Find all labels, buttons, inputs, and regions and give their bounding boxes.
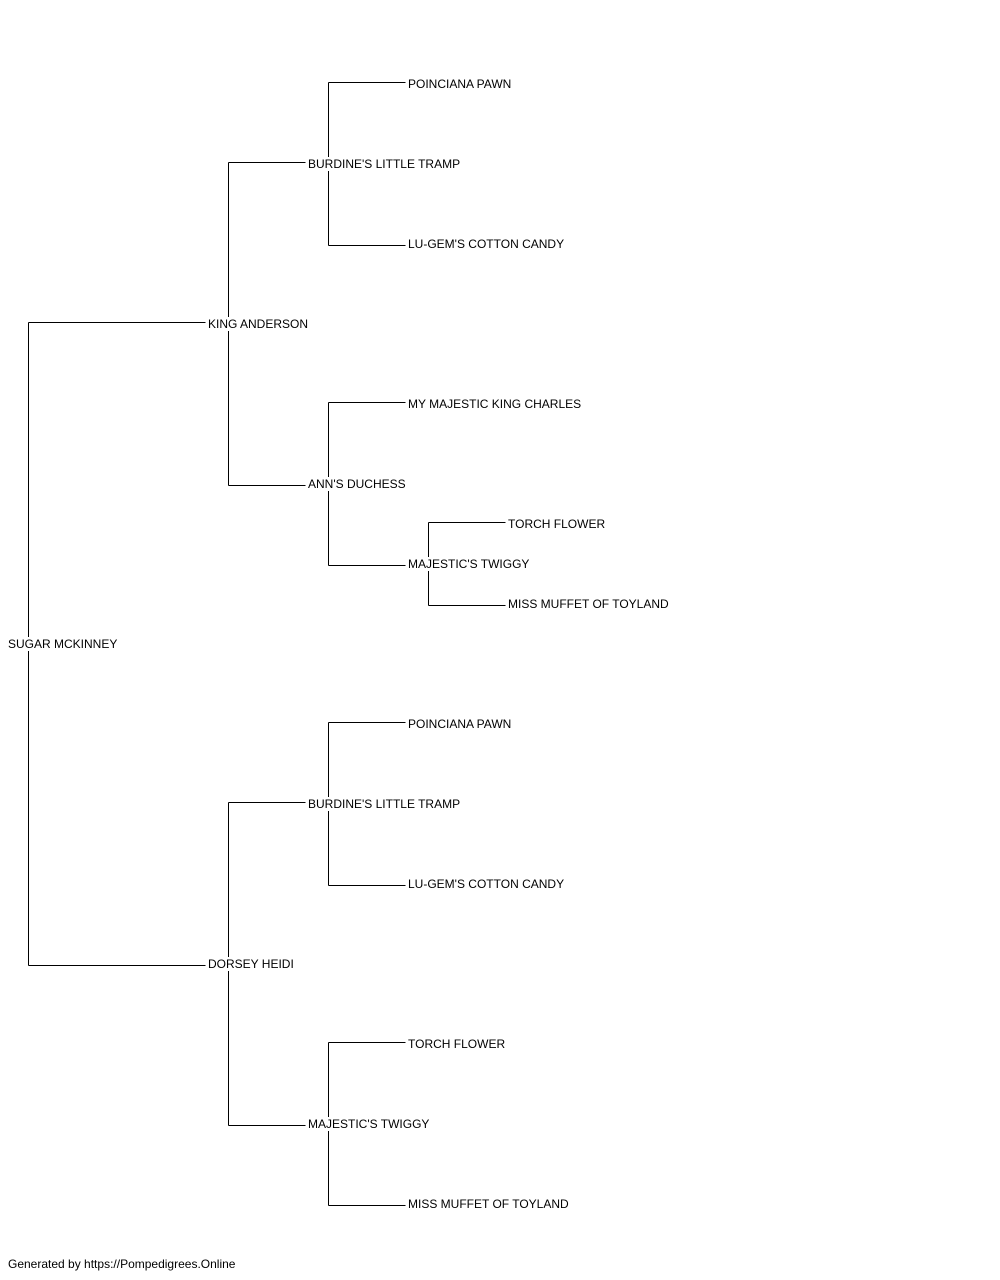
dam-name: DORSEY HEIDI (208, 957, 296, 971)
ancestor-miss-muffet-of-toyland-lower: MISS MUFFET OF TOYLAND (408, 1197, 571, 1211)
ancestor-my-majestic-king-charles: MY MAJESTIC KING CHARLES (408, 397, 584, 411)
ancestor-poinciana-pawn-upper: POINCIANA PAWN (408, 77, 514, 91)
paternal-grandsire-name: BURDINE'S LITTLE TRAMP (308, 157, 463, 171)
maternal-granddam-name: MAJESTIC'S TWIGGY (308, 1117, 432, 1131)
ancestor-miss-muffet-of-toyland-upper: MISS MUFFET OF TOYLAND (508, 597, 671, 611)
maternal-grandsire-name: BURDINE'S LITTLE TRAMP (308, 797, 463, 811)
ancestor-lu-gems-cotton-candy-lower: LU-GEM'S COTTON CANDY (408, 877, 567, 891)
ancestor-torch-flower-upper: TORCH FLOWER (508, 517, 608, 531)
ancestor-torch-flower-lower: TORCH FLOWER (408, 1037, 508, 1051)
ancestor-poinciana-pawn-lower: POINCIANA PAWN (408, 717, 514, 731)
ancestor-lu-gems-cotton-candy-upper: LU-GEM'S COTTON CANDY (408, 237, 567, 251)
ancestor-majestics-twiggy-upper: MAJESTIC'S TWIGGY (408, 557, 532, 571)
generated-by-footer: Generated by https://Pompedigrees.Online (8, 1257, 236, 1271)
subject-name: SUGAR MCKINNEY (8, 637, 120, 651)
paternal-granddam-name: ANN'S DUCHESS (308, 477, 408, 491)
sire-name: KING ANDERSON (208, 317, 311, 331)
